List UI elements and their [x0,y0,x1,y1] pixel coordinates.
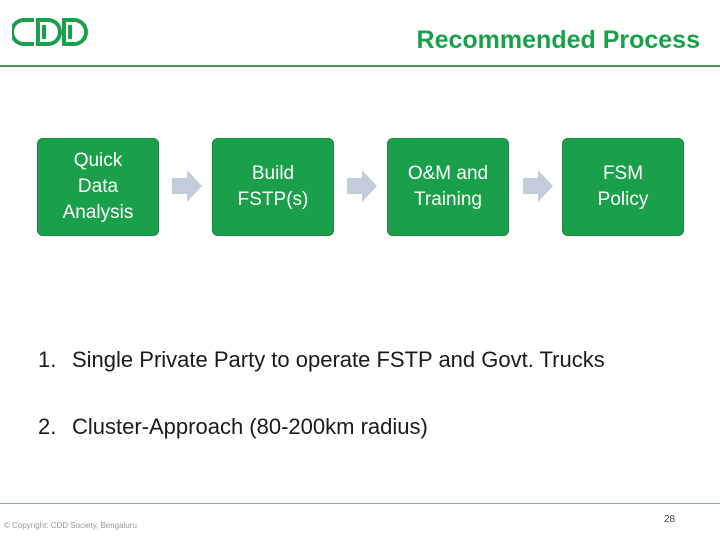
header-divider [0,65,720,67]
list-number: 1. [38,347,57,372]
right-arrow-icon [347,170,377,202]
step-fsm-policy: FSM Policy [562,138,684,236]
right-arrow-icon [523,170,553,202]
list-text: Single Private Party to operate FSTP and… [72,347,605,372]
step-build-fstp: Build FSTP(s) [212,138,334,236]
list-item: 2. Cluster-Approach (80-200km radius) [38,414,428,440]
list-text: Cluster-Approach (80-200km radius) [72,414,428,439]
step-om-training: O&M and Training [387,138,509,236]
right-arrow-icon [172,170,202,202]
page-number: 28 [664,514,676,525]
slide-title: Recommended Process [416,26,700,54]
list-number: 2. [38,414,57,439]
cdd-logo [12,18,88,46]
list-item: 1. Single Private Party to operate FSTP a… [38,347,605,373]
copyright-text: © Copyright: CDD Society, Bengaluru [4,521,137,530]
footer-divider [0,503,720,504]
step-quick-data-analysis: Quick Data Analysis [37,138,159,236]
